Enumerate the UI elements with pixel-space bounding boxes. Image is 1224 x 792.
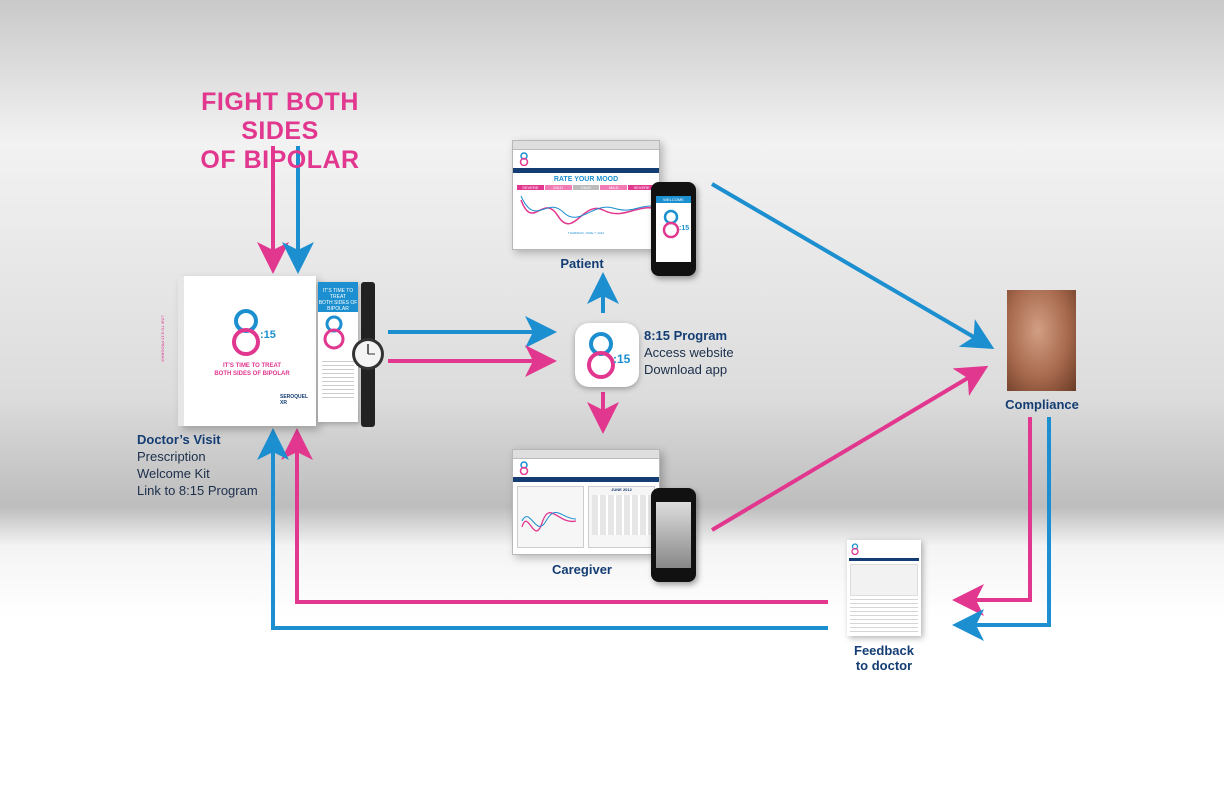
brochure-header: IT’S TIME TO TREAT BOTH SIDES OF BIPOLAR xyxy=(318,282,358,312)
site-nav xyxy=(513,168,659,173)
mood-mild-low: MILD xyxy=(544,185,572,190)
app-icon[interactable]: :15 xyxy=(575,323,639,387)
mood-severe-low: SEVERE xyxy=(517,185,544,190)
report-text xyxy=(850,599,918,635)
mood-okay: OKAY xyxy=(572,185,600,190)
program-item-website[interactable]: Access website xyxy=(644,345,734,360)
headline-line1: FIGHT BOTH SIDES xyxy=(201,88,359,145)
compliance-label: Compliance xyxy=(1005,397,1079,412)
calendar-grid xyxy=(592,495,651,535)
brochure-text xyxy=(322,361,354,401)
caregiver-phone-icon xyxy=(651,488,696,582)
doctor-item-welcome-kit: Welcome Kit xyxy=(137,466,210,481)
kit-tagline-line1: IT’S TIME TO TREAT xyxy=(222,363,282,369)
phone-logo-icon: :15 xyxy=(662,209,689,239)
report-logo-icon xyxy=(851,543,859,556)
feedback-report xyxy=(847,540,921,636)
patient-monitor: RATE YOUR MOOD SEVERE MILD OKAY MILD SEV… xyxy=(512,140,660,250)
arrow-feedback-doctor-blue xyxy=(257,428,828,630)
phone-header: WELCOME xyxy=(656,196,691,203)
brochure-line1: IT’S TIME TO TREAT xyxy=(322,288,354,300)
brochure: IT’S TIME TO TREAT BOTH SIDES OF BIPOLAR xyxy=(318,282,358,422)
patient-date: THURSDAY, JUNE 7, 2012 xyxy=(567,231,605,235)
brochure-line2: BOTH SIDES OF BIPOLAR xyxy=(318,300,358,312)
arrow-patient-compliance xyxy=(710,182,995,350)
doctor-visit-block: Doctor’s Visit Prescription Welcome Kit … xyxy=(137,431,258,499)
kit-tagline-line2: BOTH SIDES OF BIPOLAR xyxy=(214,371,290,377)
watch-icon xyxy=(352,282,384,427)
welcome-kit-box: :15 IT’S TIME TO TREAT BOTH SIDES OF BIP… xyxy=(161,276,316,426)
program-block: 8:15 Program Access website Download app xyxy=(644,327,734,378)
mood-graph xyxy=(520,195,654,225)
arrow-compliance-feedback-blue xyxy=(952,417,1051,641)
patient-label: Patient xyxy=(560,256,604,271)
program-item-app[interactable]: Download app xyxy=(644,362,728,377)
patient-site-header xyxy=(513,150,659,168)
arrow-compliance-feedback-pink xyxy=(952,417,1032,616)
caregiver-label: Caregiver xyxy=(552,562,612,577)
doctor-item-link: Link to 8:15 Program xyxy=(137,483,258,498)
mood-severe-high: SEVERE xyxy=(628,185,655,190)
feedback-label: Feedback to doctor xyxy=(834,643,934,673)
kit-tagline: IT’S TIME TO TREAT BOTH SIDES OF BIPOLAR xyxy=(206,362,298,378)
feedback-line1: Feedback xyxy=(854,643,914,658)
browser-bar-caregiver xyxy=(513,450,659,459)
app-logo-icon: :15 xyxy=(587,332,631,379)
mood-scale: SEVERE MILD OKAY MILD SEVERE xyxy=(517,185,655,190)
feedback-line2: to doctor xyxy=(855,658,913,673)
caregiver-monitor: JUNE 2012 xyxy=(512,449,660,555)
arrow-feedback-doctor-pink xyxy=(281,428,828,604)
caregiver-panels: JUNE 2012 xyxy=(513,482,659,552)
caregiver-graph-panel xyxy=(517,486,584,548)
caregiver-phone-screen xyxy=(656,502,691,568)
logo-815-icon: :15 xyxy=(232,309,276,356)
svg-text::15: :15 xyxy=(613,352,631,366)
compliance-photo xyxy=(1007,290,1076,391)
headline-line2: OF BIPOLAR xyxy=(200,146,360,174)
headline: FIGHT BOTH SIDES OF BIPOLAR xyxy=(160,88,400,175)
kit-side-text: LINK TO 8:15 PROGRAM xyxy=(160,315,166,362)
arrow-caregiver-compliance xyxy=(710,365,989,532)
site-nav-caregiver xyxy=(513,477,659,482)
caregiver-calendar: JUNE 2012 xyxy=(588,486,655,548)
doctor-item-prescription: Prescription xyxy=(137,449,206,464)
report-header xyxy=(847,540,921,558)
site-logo-icon-caregiver xyxy=(519,461,529,476)
kit-brand: SEROQUEL XR xyxy=(280,394,308,406)
patient-screen-title: RATE YOUR MOOD xyxy=(553,176,619,183)
site-logo-icon xyxy=(519,152,529,167)
mood-mild-high: MILD xyxy=(600,185,628,190)
brochure-logo-icon xyxy=(323,315,345,350)
report-chart xyxy=(850,564,918,596)
browser-bar xyxy=(513,141,659,150)
patient-phone-screen: WELCOME :15 xyxy=(656,196,691,262)
program-title: 8:15 Program xyxy=(644,328,728,343)
caregiver-site-header xyxy=(513,459,659,477)
brochure-tag: IT’S TIME TO TREAT BOTH SIDES OF BIPOLAR xyxy=(318,282,358,312)
caregiver-graph xyxy=(521,511,577,532)
svg-text::15: :15 xyxy=(679,225,689,232)
calendar-title: JUNE 2012 xyxy=(611,487,632,492)
doctor-visit-title: Doctor’s Visit xyxy=(137,432,221,447)
svg-text::15: :15 xyxy=(260,329,276,341)
report-bar xyxy=(849,558,919,561)
patient-phone-icon: WELCOME :15 xyxy=(651,182,696,276)
